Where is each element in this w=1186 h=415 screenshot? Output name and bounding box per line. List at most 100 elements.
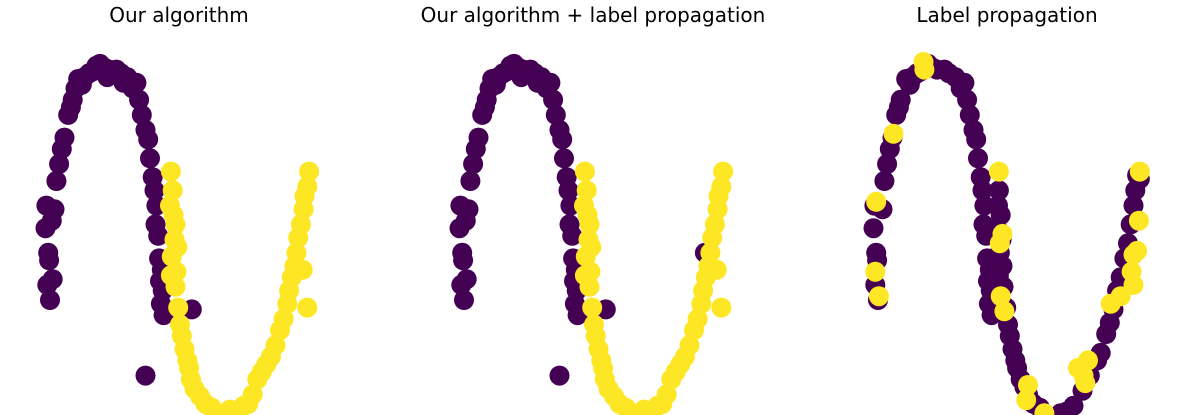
scatter-point-class-1	[711, 176, 732, 197]
scatter-point-class-0	[458, 199, 479, 220]
scatter-point-class-1	[579, 276, 600, 297]
scatter-point-class-0	[863, 218, 884, 239]
scatter-point-class-0	[874, 171, 895, 191]
scatter-point-class-0	[144, 180, 165, 201]
scatter-point-class-1	[711, 297, 732, 318]
scatter-point-class-0	[138, 129, 159, 150]
scatter-point-class-0	[954, 72, 975, 93]
scatter-point-class-0	[957, 89, 978, 110]
panel-title-our-algorithm: Our algorithm	[109, 3, 249, 27]
points-our-algorithm-label-propagation	[449, 53, 734, 415]
scatter-point-class-1	[994, 301, 1015, 322]
scatter-point-class-0	[131, 104, 152, 125]
scatter-point-class-1	[265, 335, 286, 356]
scatter-point-class-1	[582, 297, 603, 318]
scatter-point-class-0	[40, 290, 60, 310]
panel-label-propagation: Label propagation	[863, 3, 1150, 415]
scatter-point-class-0	[545, 104, 566, 125]
scatter-point-class-0	[453, 250, 474, 271]
scatter-point-class-1	[1129, 161, 1150, 182]
scatter-point-class-1	[575, 246, 596, 267]
scatter-point-class-1	[1127, 240, 1148, 261]
scatter-point-class-1	[679, 335, 700, 356]
scatter-point-class-1	[1016, 390, 1037, 411]
scatter-point-class-0	[540, 72, 561, 93]
scatter-point-class-0	[135, 365, 156, 386]
scatter-point-class-0	[44, 199, 65, 220]
scatter-point-class-0	[468, 127, 489, 148]
scatter-point-class-1	[162, 180, 183, 201]
scatter-point-class-1	[704, 214, 725, 235]
scatter-point-class-1	[160, 161, 181, 182]
scatter-point-class-0	[129, 89, 150, 110]
scatter-point-class-0	[460, 171, 481, 191]
scatter-point-class-1	[168, 297, 189, 318]
scatter-point-class-0	[552, 129, 573, 150]
scatter-point-class-0	[554, 148, 574, 169]
scatter-point-class-0	[454, 290, 474, 310]
scatter-point-class-0	[558, 180, 579, 201]
panel-title-our-algorithm-label-propagation: Our algorithm + label propagation	[421, 3, 766, 27]
scatter-point-class-1	[297, 297, 318, 318]
scatter-point-class-0	[890, 89, 911, 110]
scatter-point-class-1	[992, 223, 1013, 244]
scatter-point-class-1	[1075, 373, 1096, 394]
scatter-point-class-1	[1123, 274, 1144, 295]
scatter-point-class-0	[42, 269, 63, 290]
scatter-point-class-1	[161, 246, 182, 267]
scatter-point-class-1	[286, 242, 307, 263]
points-label-propagation	[863, 52, 1150, 415]
scatter-point-class-1	[913, 52, 934, 72]
panel-our-algorithm-label-propagation: Our algorithm + label propagation	[421, 3, 766, 415]
scatter-point-class-1	[165, 214, 186, 235]
scatter-point-class-1	[297, 176, 318, 197]
scatter-point-class-1	[713, 161, 734, 182]
scatter-point-class-1	[700, 242, 721, 263]
panel-title-label-propagation: Label propagation	[916, 3, 1097, 27]
scatter-point-class-1	[656, 384, 677, 405]
scatter-point-class-1	[1018, 375, 1038, 395]
scatter-point-class-0	[543, 89, 564, 110]
scatter-point-class-0	[148, 225, 169, 246]
points-our-algorithm	[35, 53, 320, 415]
scatter-point-class-0	[49, 154, 70, 174]
scatter-point-class-1	[687, 308, 708, 329]
scatter-point-class-0	[140, 148, 160, 169]
scatter-point-class-0	[1063, 395, 1084, 415]
scatter-point-class-1	[165, 276, 186, 297]
scatter-point-class-0	[126, 72, 147, 93]
scatter-point-class-1	[292, 259, 313, 280]
scatter-point-class-0	[456, 269, 477, 290]
scatter-point-class-0	[877, 154, 898, 174]
scatter-point-class-1	[580, 261, 601, 282]
scatter-point-class-1	[273, 308, 294, 329]
scatter-point-class-1	[1110, 286, 1131, 307]
scatter-point-class-0	[463, 154, 484, 174]
scatter-point-class-1	[1128, 210, 1149, 231]
scatter-point-class-1	[1078, 350, 1098, 371]
scatter-point-class-0	[968, 148, 988, 169]
scatter-point-class-0	[46, 171, 67, 191]
scatter-point-class-1	[299, 161, 320, 182]
scatter-point-class-1	[290, 214, 311, 235]
scatter-point-class-1	[242, 384, 263, 405]
panel-our-algorithm: Our algorithm	[35, 3, 320, 415]
scatter-point-class-1	[579, 214, 600, 235]
scatter-point-class-1	[1034, 403, 1055, 415]
scatter-point-class-0	[39, 250, 60, 271]
scatter-point-class-1	[868, 286, 889, 307]
scatter-point-class-1	[883, 123, 904, 144]
scatter-point-class-0	[966, 129, 987, 150]
scatter-point-class-1	[865, 261, 886, 282]
scatter-point-class-1	[988, 161, 1009, 182]
scatter-point-class-1	[166, 261, 187, 282]
scatter-point-class-0	[959, 104, 980, 125]
scatter-point-class-0	[988, 180, 1009, 201]
scatter-point-class-1	[574, 161, 595, 182]
scatter-point-class-0	[54, 127, 75, 148]
scatter-point-class-0	[562, 225, 583, 246]
scatter-point-class-1	[866, 191, 887, 212]
scatter-point-class-1	[576, 180, 597, 201]
scatter-point-class-1	[706, 259, 727, 280]
